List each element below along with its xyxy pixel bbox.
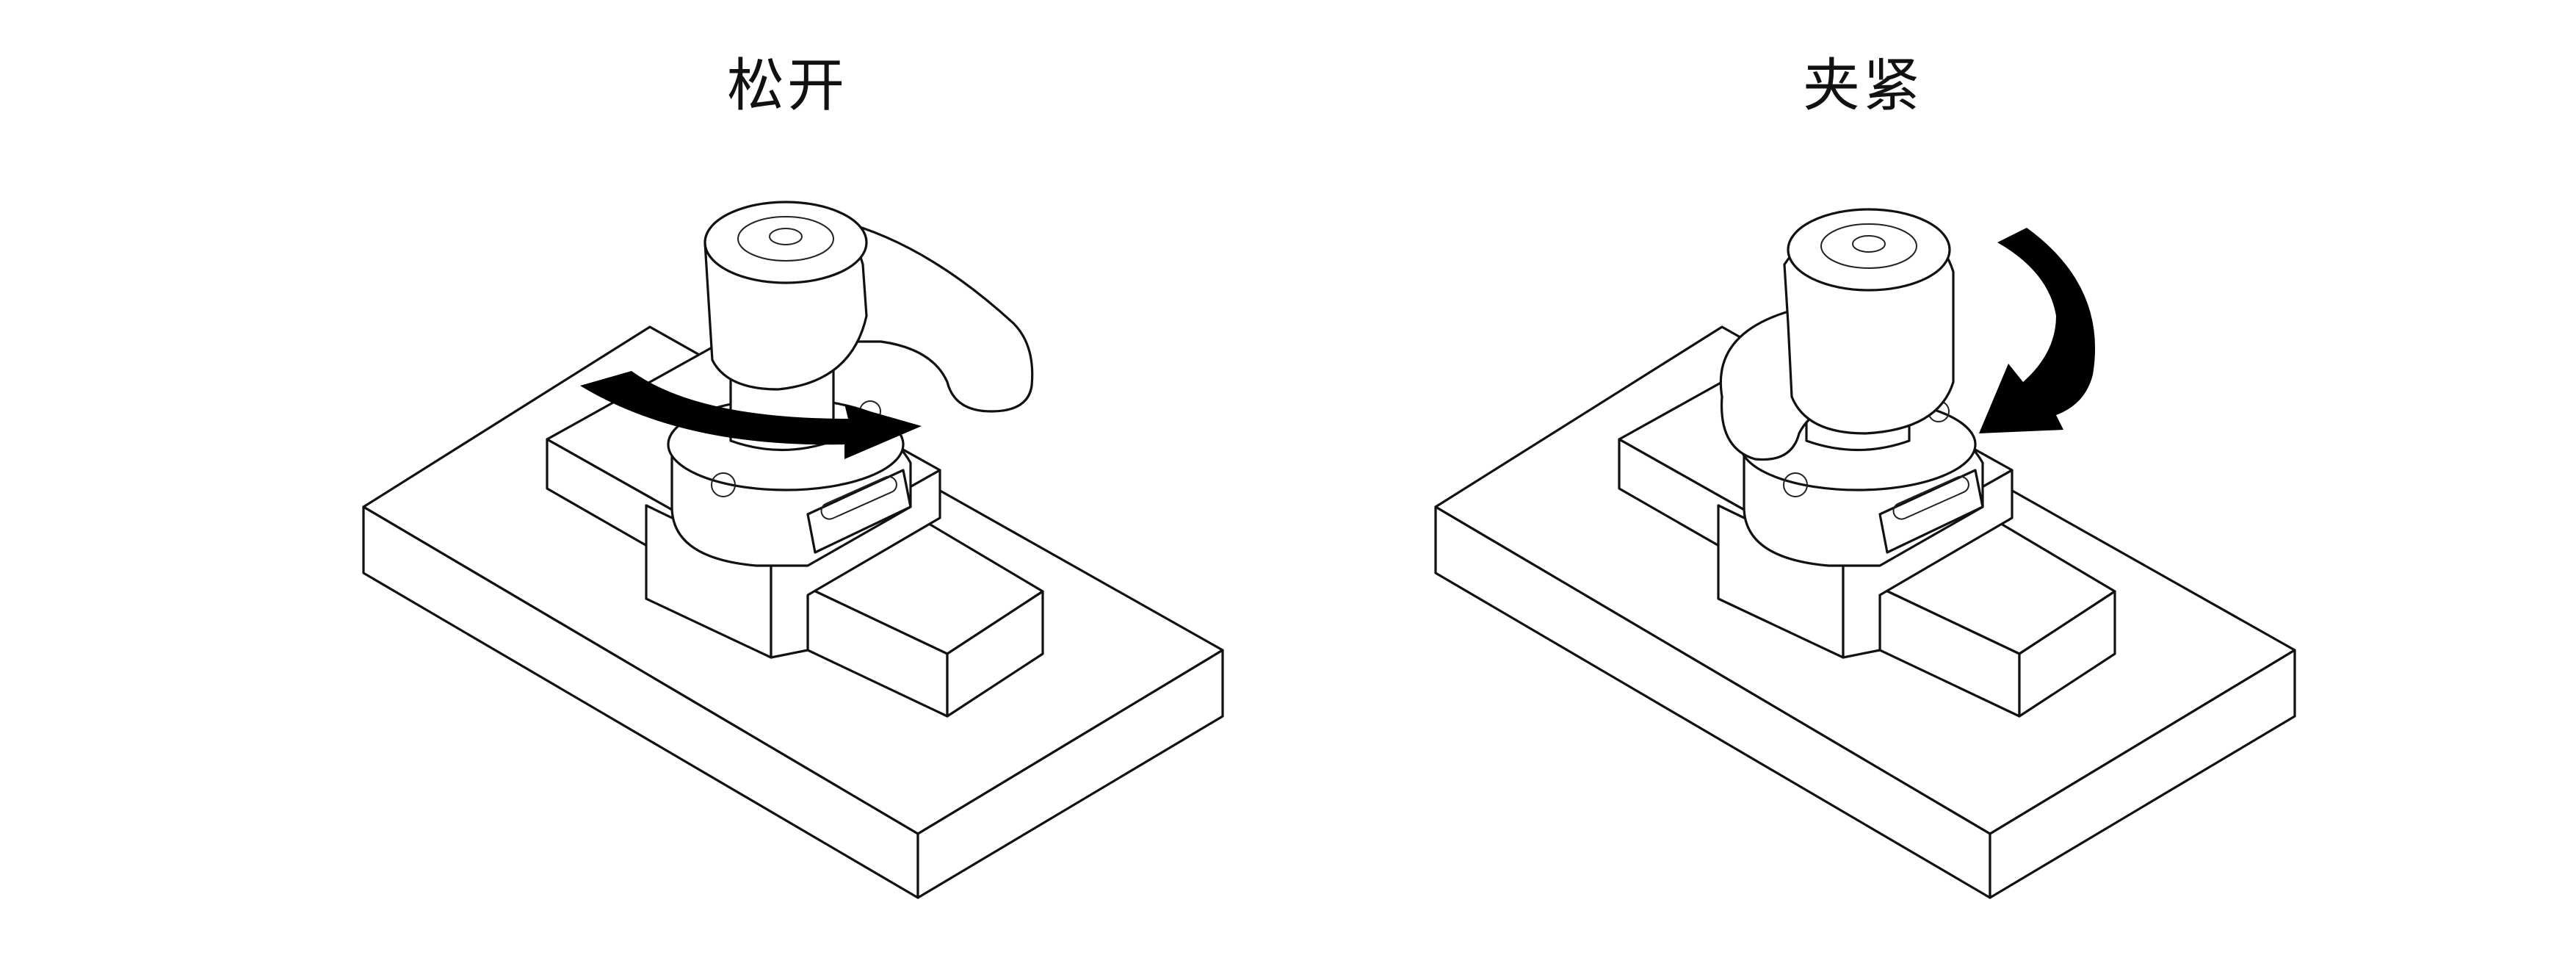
curved-arrow-down-icon <box>1979 228 2096 433</box>
panel-title-release: 松开 <box>727 53 848 119</box>
curved-arrow-rotate-icon <box>580 371 922 459</box>
panel-title-clamp: 夹紧 <box>1803 53 1924 119</box>
release-illustration <box>362 201 1224 899</box>
lever-handle <box>703 201 1034 413</box>
lever-handle <box>1719 208 1955 461</box>
clamp-illustration <box>1434 208 2296 899</box>
